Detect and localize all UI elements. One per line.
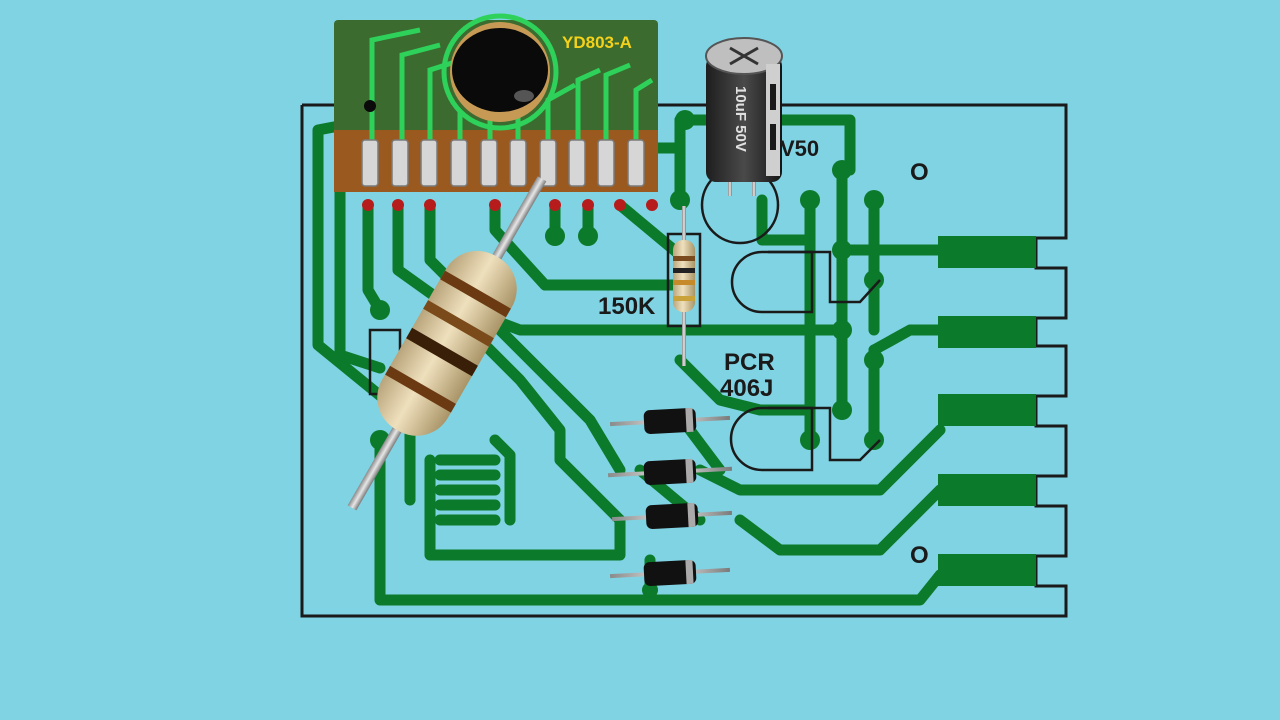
- large-resistor: [347, 176, 547, 511]
- cob-blob: [452, 28, 548, 112]
- copper-pads: [370, 110, 884, 598]
- module-label: YD803-A: [562, 33, 632, 52]
- output-pads: [938, 236, 1036, 586]
- mounting-hole-top: O: [910, 159, 929, 186]
- electrolytic-capacitor: 10uF 50V: [705, 37, 783, 196]
- resistor-label: 150K: [598, 293, 656, 320]
- diodes: [607, 407, 733, 587]
- solder-points: [362, 199, 658, 211]
- sound-module-yd803a: YD803-A: [334, 13, 658, 192]
- capacitor-partial-label: V50: [780, 136, 819, 161]
- mounting-hole-bottom: O: [910, 542, 929, 569]
- resistor-150k: [673, 206, 695, 366]
- thyristor-label-line2: 406J: [720, 375, 773, 402]
- capacitor-label: 10uF 50V: [732, 86, 749, 152]
- thyristor-label-line1: PCR: [724, 349, 775, 376]
